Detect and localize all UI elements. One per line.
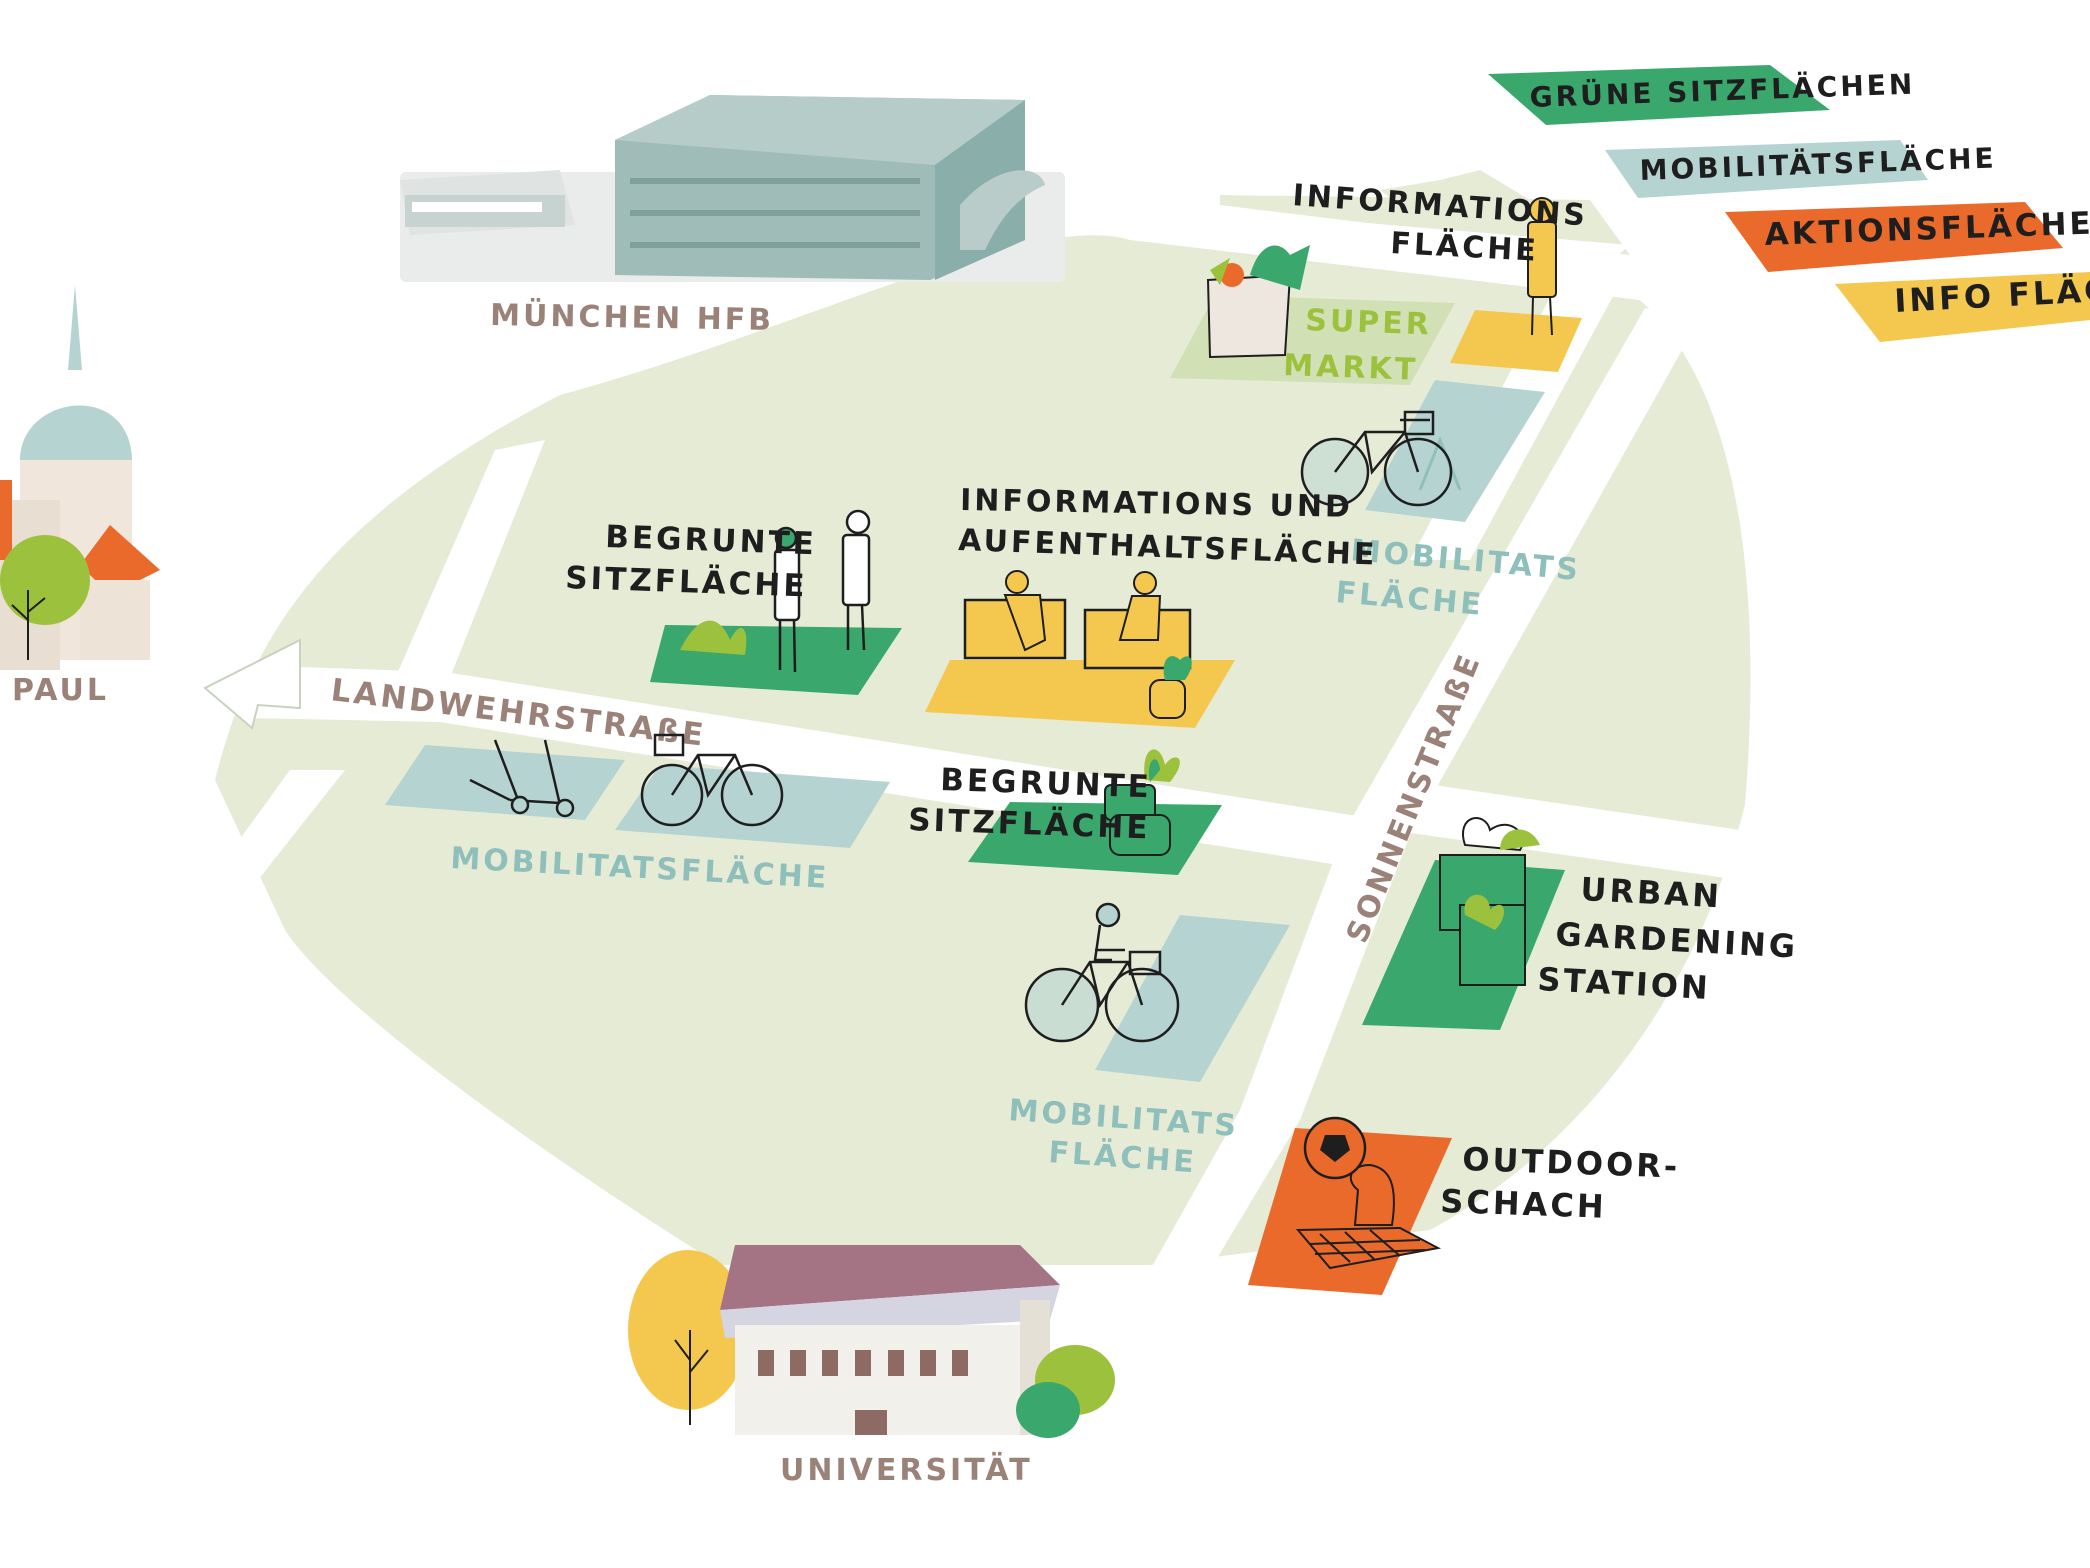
church-label: PAUL	[12, 673, 109, 708]
plant-icon	[680, 620, 747, 655]
info-stay-label-1: INFORMATIONS UND	[960, 483, 1353, 525]
bicycle-icon	[640, 733, 784, 827]
legend-swatch-info	[1835, 272, 2090, 342]
university-building: UNIVERSITÄT	[628, 1245, 1115, 1488]
potted-plant-icon	[1149, 656, 1192, 719]
area-green-seat-c[interactable]: BEGRUNTE SITZFLÄCHE	[908, 749, 1222, 875]
person-sitting-icon	[1003, 570, 1162, 652]
city-block-ground	[215, 170, 1751, 1266]
green-seat-nw-label-1: BEGRUNTE	[605, 519, 818, 562]
west-arrow	[203, 638, 301, 730]
chessboard-icon	[1295, 1226, 1442, 1270]
person-icon	[841, 509, 871, 651]
green-seat-c-label-2: SITZFLÄCHE	[908, 802, 1151, 846]
ball-icon	[1303, 1116, 1367, 1180]
supermarkt-label-2: MARKT	[1283, 348, 1419, 388]
green-seat-c-label-1: BEGRUNTE	[940, 762, 1153, 805]
garden-label-1: URBAN	[1580, 870, 1723, 915]
chess-label-2: SCHACH	[1440, 1182, 1608, 1226]
planter-icon	[1104, 749, 1180, 856]
raised-bed-icon	[1439, 817, 1540, 986]
chess-label-1: OUTDOOR-	[1462, 1140, 1681, 1186]
legend-swatch-mobility	[1605, 140, 1928, 198]
cyclist-icon	[1024, 902, 1180, 1043]
legend-swatch-green	[1488, 65, 1830, 125]
knight-icon	[1349, 1163, 1395, 1226]
area-info-stay[interactable]: INFORMATIONS UND AUFENTHALTSFLÄCHE	[925, 483, 1378, 728]
area-green-seat-nw[interactable]: BEGRUNTE SITZFLÄCHE	[565, 509, 902, 695]
legend-swatch-action	[1725, 202, 2063, 272]
area-mobility-ne[interactable]: MOBILITATS FLÄCHE	[1300, 380, 1582, 623]
supermarkt-label-1: SUPER	[1305, 303, 1433, 342]
bicycle-icon	[1300, 410, 1453, 507]
area-outdoor-chess[interactable]: OUTDOOR- SCHACH	[1248, 1116, 1681, 1295]
person-icon	[773, 526, 801, 673]
area-supermarkt[interactable]: SUPER MARKT	[1170, 245, 1455, 388]
info-top-label-2: FLÄCHE	[1390, 225, 1540, 269]
garden-label-3: STATION	[1537, 960, 1712, 1007]
station-label: MÜNCHEN HFB	[490, 296, 775, 338]
green-seat-nw-label-2: SITZFLÄCHE	[565, 560, 808, 604]
scooter-icon	[469, 739, 575, 818]
university-label: UNIVERSITÄT	[780, 1452, 1033, 1488]
church-building: PAUL	[0, 285, 160, 708]
station-building: MÜNCHEN HFB	[400, 95, 1065, 338]
